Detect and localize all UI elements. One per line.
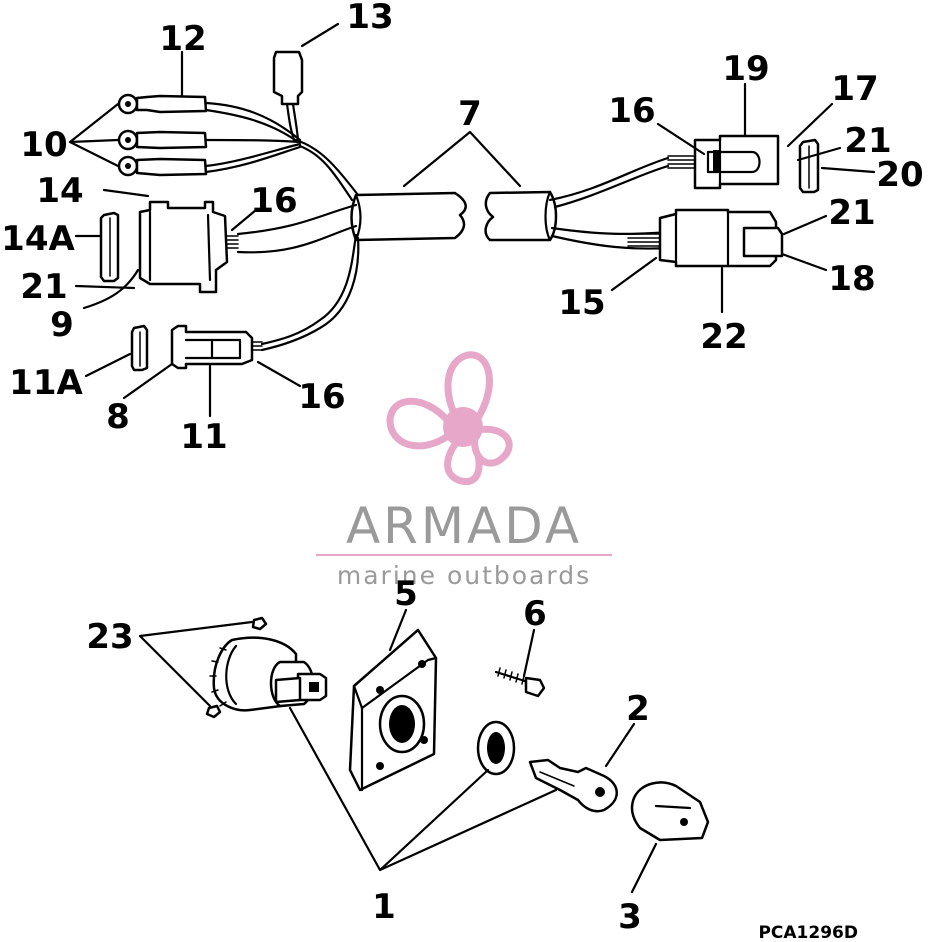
callout-6: 6 [523,594,547,634]
propeller-icon [386,351,513,486]
key-icon [528,758,618,813]
callout-21-lower-right: 21 [828,193,875,233]
connector-9 [138,200,229,294]
watermark-tagline: marine outboards [337,561,591,590]
callout-16-lower: 16 [298,377,345,417]
callout-16-right: 16 [608,91,655,131]
callout-11A: 11A [9,363,83,403]
callout-14: 14 [36,171,83,211]
callout-17: 17 [831,69,878,109]
callout-23: 23 [86,617,133,657]
cap-14A [99,211,120,283]
callout-19: 19 [722,49,769,89]
callout-21-left: 21 [20,267,67,307]
wiring-harness [99,50,820,372]
ignition-switch-assembly [205,616,710,842]
callout-10: 10 [20,125,67,165]
callout-5: 5 [394,574,418,614]
callout-2: 2 [626,689,650,729]
nut-23 [205,616,268,719]
callout-13: 13 [346,0,393,37]
bezel-plate [348,628,438,792]
figure-code: PCA1296D [758,923,858,942]
callout-8: 8 [106,397,130,437]
callout-1: 1 [372,887,396,927]
connector-19 [693,134,780,190]
callout-20: 20 [876,155,923,195]
callout-12: 12 [159,19,206,59]
callout-18: 18 [828,259,875,299]
callout-11: 11 [180,417,227,457]
callout-22: 22 [700,317,747,357]
callout-7: 7 [458,94,482,134]
callout-14A: 14A [1,219,75,259]
callout-9: 9 [50,305,74,345]
connector-11 [170,324,254,370]
key-boot [630,781,710,842]
callout-21-upper-right: 21 [844,121,891,161]
main-cable-left [350,191,467,242]
ignition-switch [209,636,328,712]
watermark-brand: ARMADA [346,497,582,555]
callout-3: 3 [618,897,642,937]
connector-13 [272,50,304,106]
cap-11A [130,324,149,372]
watermark: ARMADA marine outboards [316,351,612,590]
callout-16-left: 16 [250,181,297,221]
cap-20 [798,138,820,194]
leader-lines [68,22,876,894]
switch-nut [476,720,516,776]
screw-6 [494,667,546,698]
ring-terminals [117,93,208,177]
main-cable-right [484,190,558,242]
callout-15: 15 [558,283,605,323]
connector-22 [658,208,784,268]
